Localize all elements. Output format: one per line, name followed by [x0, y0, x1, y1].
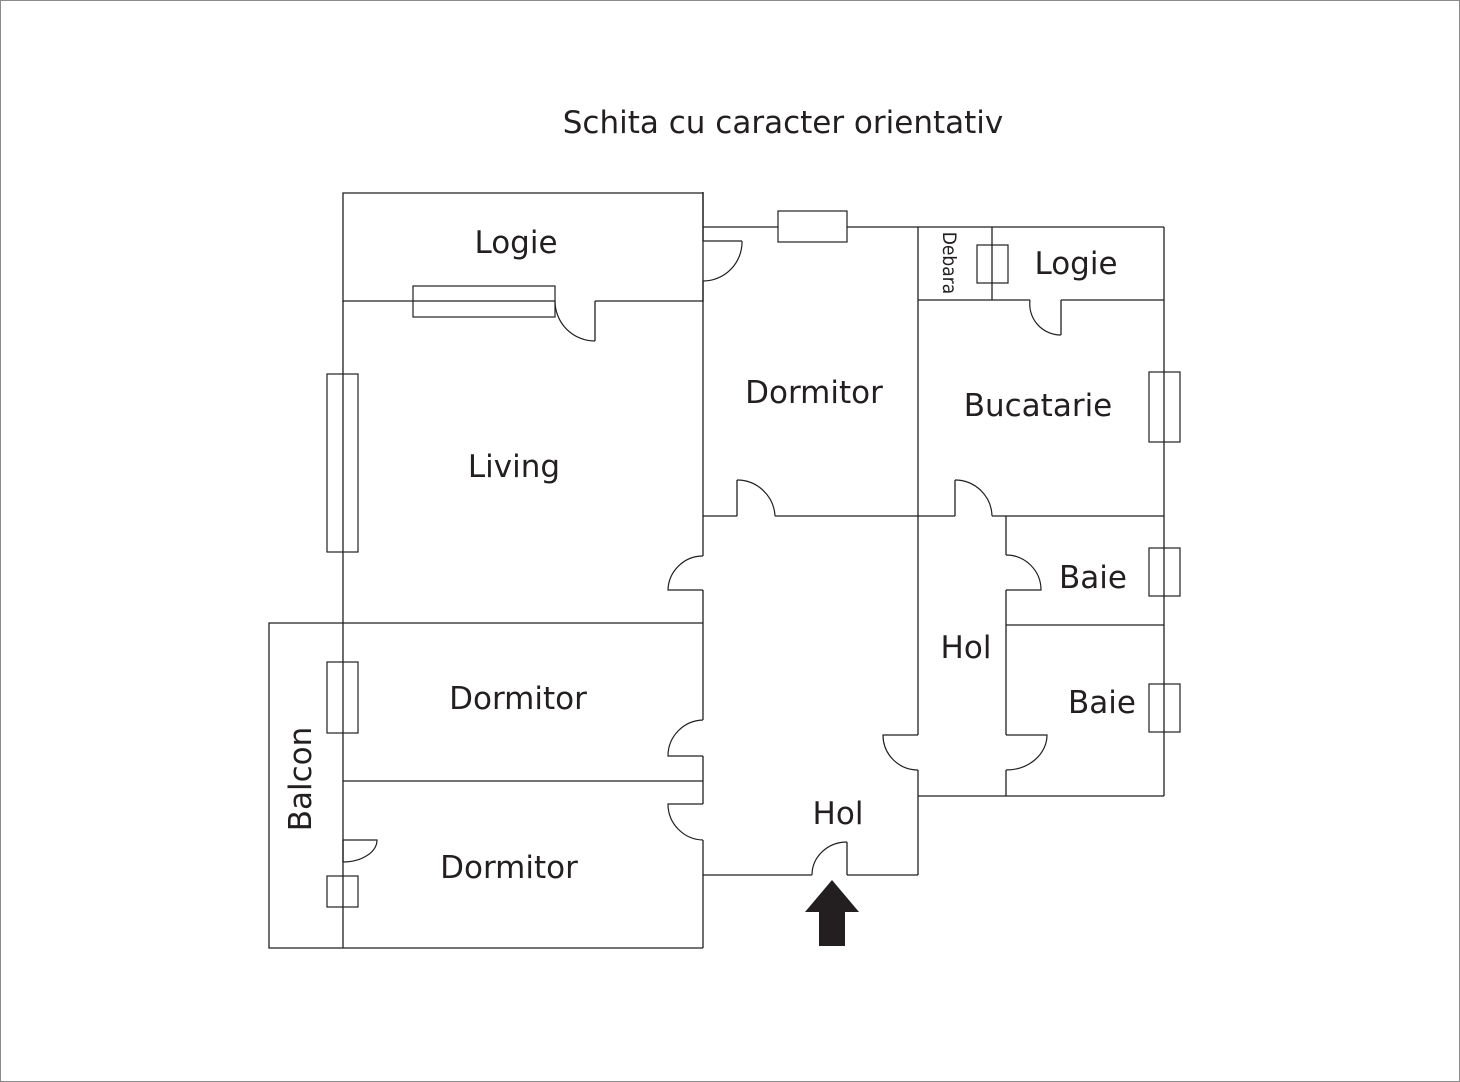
walls: [268, 192, 1165, 949]
door: [667, 719, 704, 757]
door: [1005, 734, 1048, 771]
room-label-baie-bottom: Baie: [1068, 685, 1136, 721]
room-label-living: Living: [468, 449, 560, 485]
door: [1005, 554, 1042, 591]
room-label-dormitor-top: Dormitor: [745, 375, 883, 411]
room-label-dormitor-bottom: Dormitor: [440, 850, 578, 886]
door: [702, 240, 743, 282]
room-label-hol-right: Hol: [941, 630, 992, 666]
room-label-baie-top: Baie: [1059, 560, 1127, 596]
room-label-dormitor-mid: Dormitor: [449, 681, 587, 717]
door: [1029, 299, 1062, 336]
windows: [326, 210, 1181, 908]
door: [342, 839, 378, 863]
wall-logie-left: [342, 192, 704, 302]
door: [554, 300, 596, 342]
door: [954, 479, 993, 517]
plan-title: Schita cu caracter orientativ: [563, 105, 1004, 141]
doors: [342, 240, 1062, 876]
window: [777, 210, 848, 243]
arrow-up-icon: [805, 880, 859, 946]
door: [882, 734, 919, 771]
door: [667, 555, 704, 591]
door: [667, 803, 704, 841]
room-label-bucatarie: Bucatarie: [964, 388, 1113, 424]
door: [736, 479, 776, 517]
room-label-debara: Debara: [938, 232, 960, 295]
door: [811, 841, 848, 876]
room-label-logie-left: Logie: [474, 225, 557, 261]
room-label-balcon: Balcon: [283, 727, 319, 832]
room-label-logie-right: Logie: [1034, 246, 1117, 282]
room-label-hol-main: Hol: [813, 796, 864, 832]
